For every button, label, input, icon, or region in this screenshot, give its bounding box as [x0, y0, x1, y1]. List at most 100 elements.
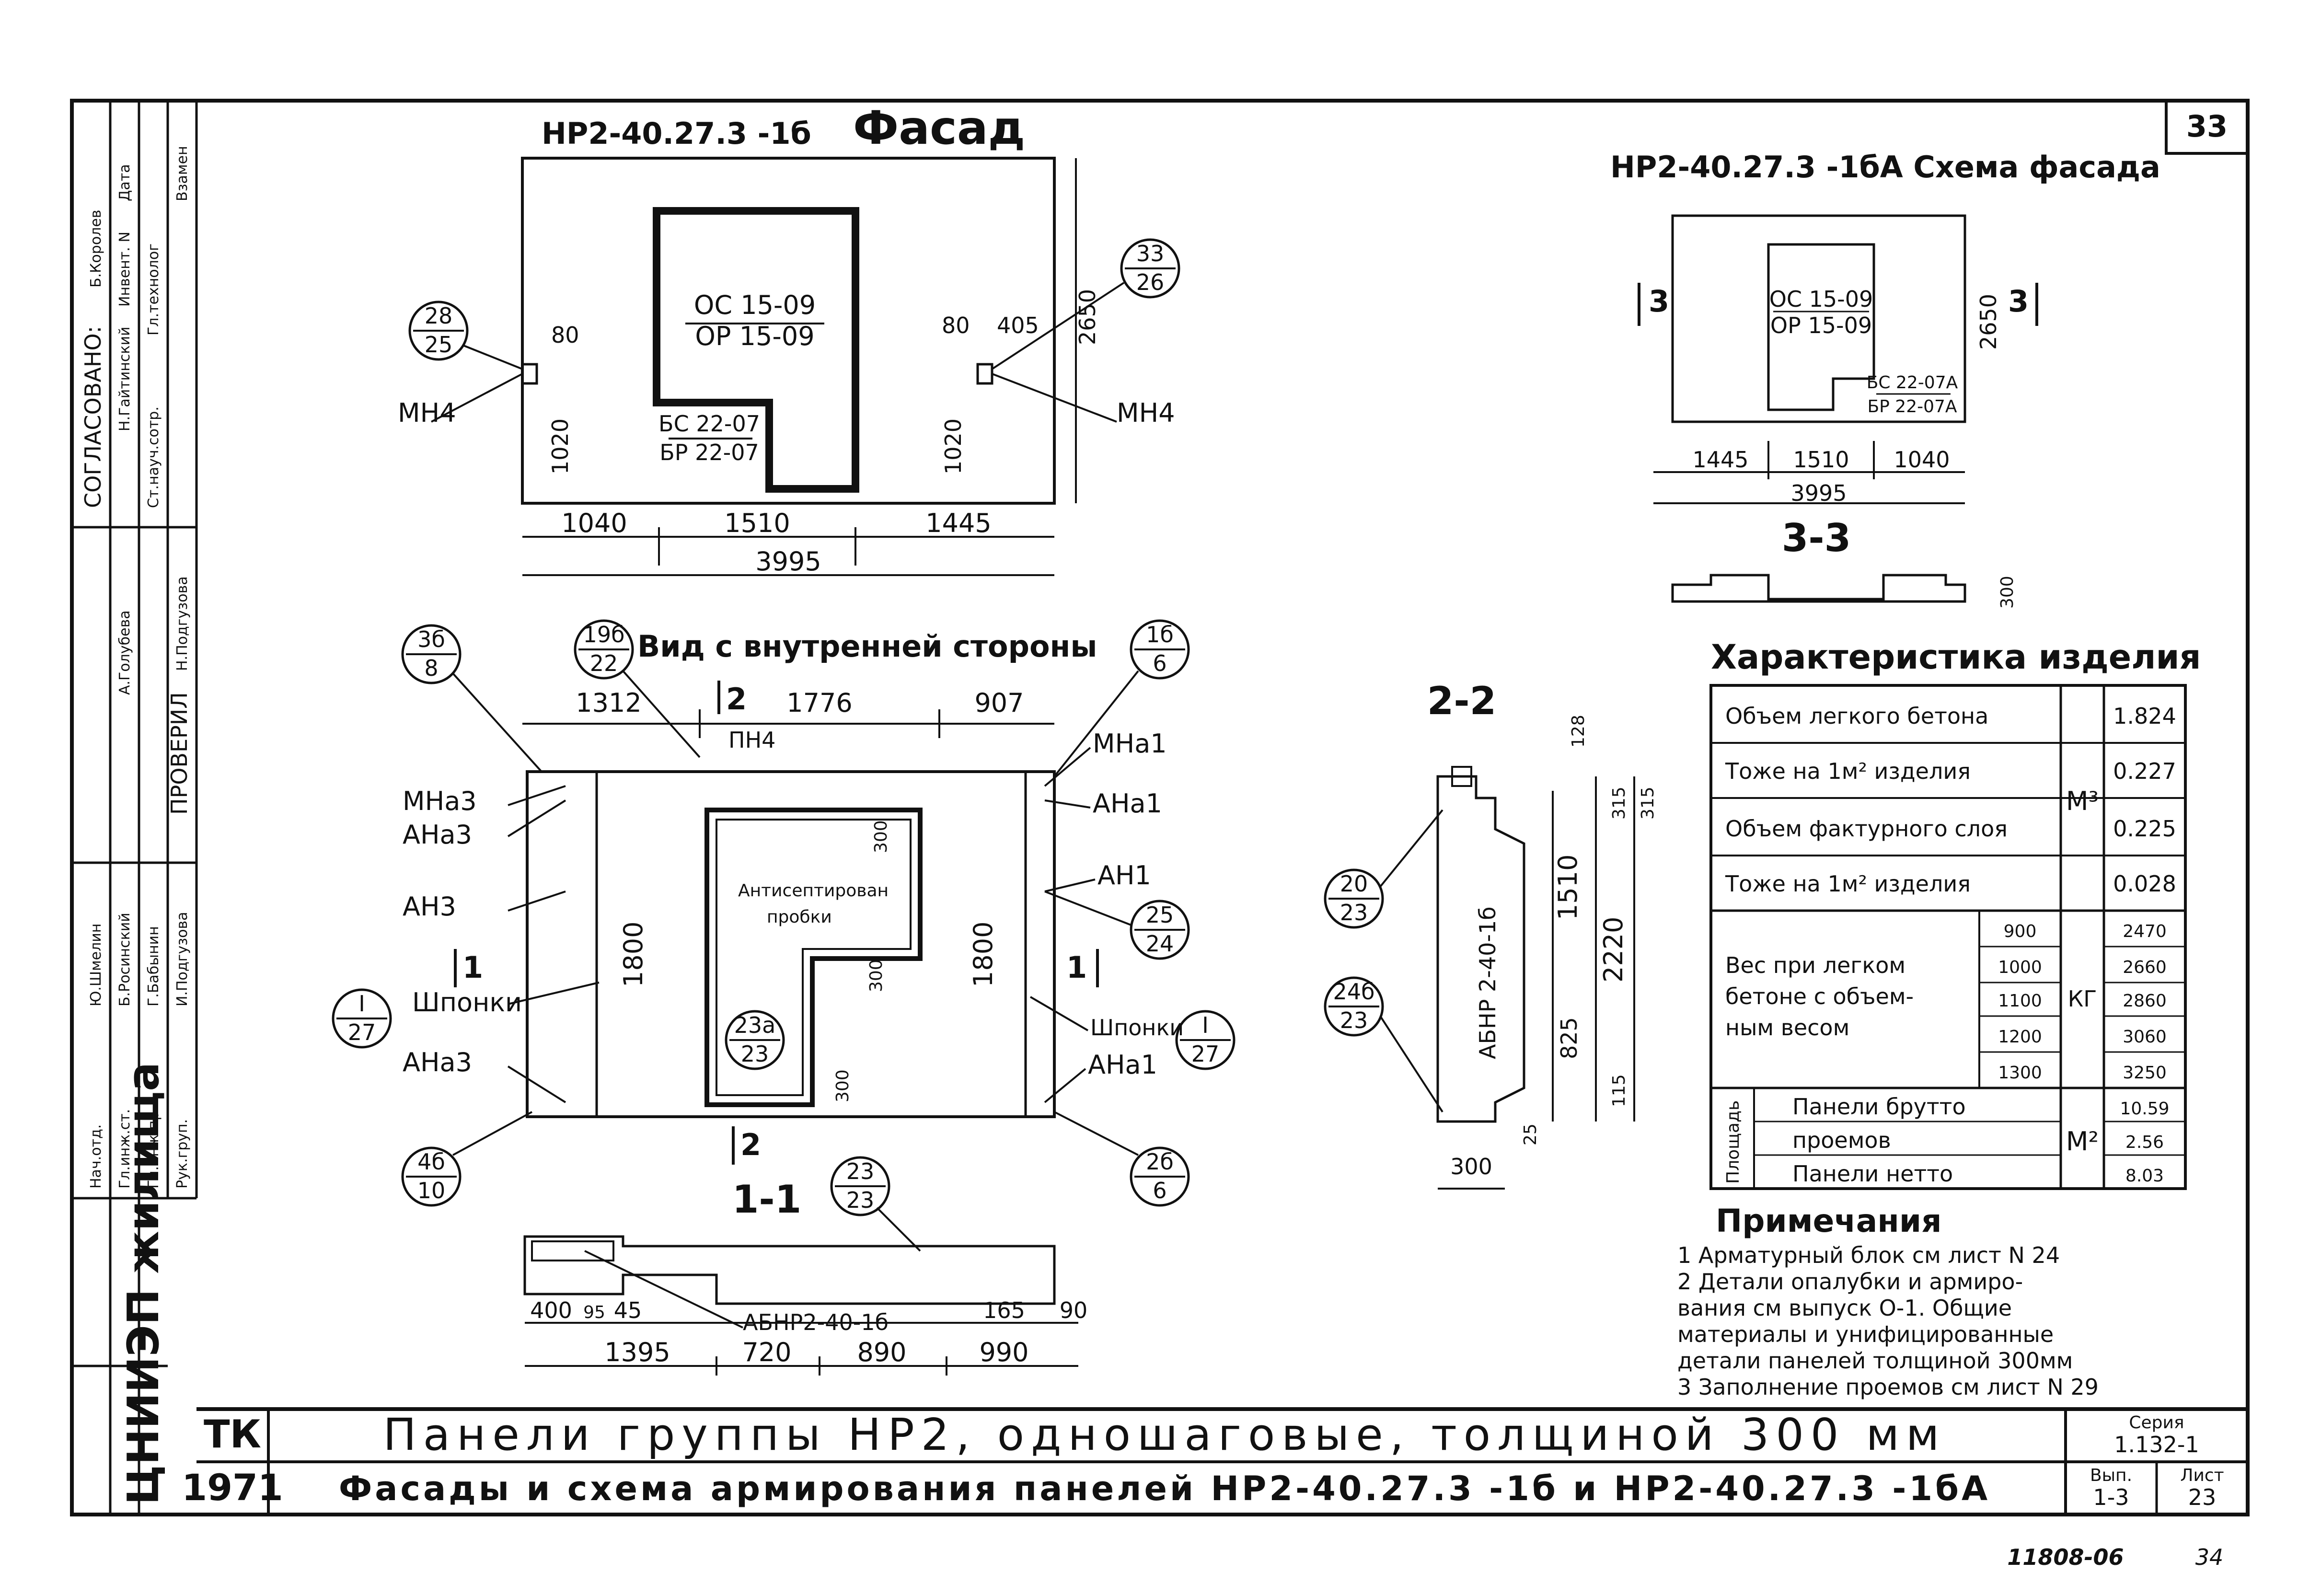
- char-row-2-value: 0.227: [2113, 758, 2176, 784]
- facade-dim-height: 2650: [1074, 289, 1100, 345]
- char-area-1-value: 10.59: [2120, 1099, 2169, 1119]
- char-density-3: 1100: [1998, 991, 2042, 1011]
- stamp-role-4: Рук.груп.: [174, 1119, 191, 1189]
- char-weight-label-2: бетоне с объем-: [1725, 983, 1914, 1009]
- scheme-dim-1: 1445: [1692, 447, 1748, 473]
- section-22-profile: [1436, 775, 1525, 1123]
- callout-1b-6: 1б 6: [1053, 619, 1190, 777]
- section-22-dim-315-a: 315: [1609, 786, 1629, 820]
- callout-i-right-bottom: 27: [1191, 1041, 1220, 1067]
- callout-1b-top: 1б: [1146, 622, 1174, 648]
- stamp-name-2: Н.Гайтинский: [116, 327, 133, 431]
- inner-cut-right: 1: [1066, 950, 1087, 985]
- scheme-dim-total: 3995: [1790, 480, 1847, 506]
- callout-33-26: [1120, 238, 1180, 299]
- callout-2b-top: 2б: [1146, 1149, 1174, 1175]
- facade-dim-405: 405: [997, 312, 1039, 338]
- inner-right-label-1: МНа1: [1093, 729, 1167, 759]
- section-11-title: 1-1: [732, 1177, 802, 1222]
- callout-25-top: 25: [1146, 902, 1174, 928]
- char-weight-5: 3250: [2123, 1063, 2167, 1083]
- notes-line-2: 2 Детали опалубки и армиро-: [1677, 1269, 2023, 1295]
- facade-dim-80-right: 80: [942, 312, 970, 338]
- facade-door-bottom: БР 22-07: [659, 439, 759, 465]
- char-row-1-label: Объем легкого бетона: [1725, 703, 1988, 729]
- facade-mh-right: МН4: [1117, 398, 1175, 428]
- facade-opening-bottom: ОР 15-09: [695, 321, 814, 351]
- section-11-dim-165: 165: [983, 1297, 1025, 1323]
- char-row-3-value: 0.225: [2113, 816, 2176, 842]
- char-row-4-label: Тоже на 1м² изделия: [1725, 871, 1971, 897]
- callout-3b-8: 3б 8: [401, 624, 543, 773]
- inner-cut-bottom: 2: [740, 1127, 761, 1162]
- char-area-group: Площадь: [1723, 1100, 1743, 1184]
- section-22-dim-115: 115: [1609, 1074, 1629, 1107]
- char-row-3-label: Объем фактурного слоя: [1725, 816, 2008, 842]
- facade-heading: Фасад: [853, 101, 1025, 155]
- callout-24b-top: 24б: [1333, 979, 1375, 1005]
- scheme-title: НР2-40.27.3 -1бА Схема фасада: [1610, 150, 2160, 185]
- facade-dim-3: 1445: [925, 508, 991, 538]
- callout-28-25-top: 28: [425, 303, 453, 329]
- char-density-5: 1300: [1998, 1063, 2042, 1083]
- char-weight-label-1: Вес при легком: [1725, 952, 1905, 978]
- char-unit-volume: М³: [2066, 786, 2099, 816]
- section-11-dim-400: 400: [530, 1297, 572, 1323]
- callout-23-bottom: 23: [846, 1187, 875, 1213]
- facade-opening: [653, 207, 859, 493]
- characteristics-table: Характеристика изделия Объем легкого бет…: [1709, 637, 2201, 1190]
- inner-left-label-3: АН3: [403, 891, 456, 922]
- inner-panel: [526, 770, 1056, 1118]
- callout-19b-top: 19б: [583, 622, 625, 648]
- callout-23a-bottom: 23: [741, 1041, 769, 1067]
- char-area-3-value: 8.03: [2125, 1166, 2164, 1186]
- notes-title: Примечания: [1716, 1203, 1942, 1239]
- scheme-dim-300: 300: [1998, 576, 2017, 609]
- callout-23a-top: 23а: [734, 1012, 776, 1038]
- facade-mh-left: МН4: [398, 398, 456, 428]
- section-1-1: 1-1 АБНР2-40-1б 400 95 45 165 90 1395 72…: [523, 1156, 1087, 1376]
- facade-panel: [521, 157, 1056, 505]
- callout-19b-22: 19б 22: [574, 619, 701, 758]
- callout-23-23: [830, 1156, 890, 1216]
- inner-view: Вид с внутренней стороны 1312 1776 907 П…: [332, 619, 1236, 1207]
- stamp-role-1: Нач.отд.: [88, 1124, 104, 1189]
- section-22-dim-825: 825: [1556, 1017, 1582, 1059]
- section-22-dim-25: 25: [1521, 1123, 1540, 1145]
- callout-4b-top: 4б: [417, 1149, 445, 1175]
- char-density-1: 900: [2004, 922, 2037, 941]
- inner-left-label-5: АНа3: [403, 1047, 472, 1077]
- scheme-opening-top: ОС 15-09: [1769, 286, 1873, 312]
- char-weight-4: 3060: [2123, 1027, 2167, 1047]
- title-block: ТК 1971 Панели группы НР2, одношаговые, …: [118, 1062, 2248, 1515]
- inner-dim-1800-left: 1800: [618, 922, 648, 987]
- section-11-dim-95: 95: [583, 1303, 605, 1322]
- facade-door-top: БС 22-07: [658, 411, 760, 437]
- scheme-view: НР2-40.27.3 -1бА Схема фасада ОС 15-09 О…: [1610, 150, 2160, 609]
- callout-i-27-left: I 27: [332, 988, 392, 1049]
- stamp-approved: СОГЛАСОВАНО:: [80, 326, 106, 508]
- char-row-2-label: Тоже на 1м² изделия: [1725, 758, 1971, 784]
- section-22-dim-2220: 2220: [1598, 917, 1628, 983]
- section-11-dim-720: 720: [742, 1337, 791, 1367]
- callout-25-bottom: 24: [1146, 931, 1174, 957]
- inner-right-label-4: Шпонки: [1090, 1015, 1184, 1041]
- sheet-value: 23: [2188, 1484, 2217, 1510]
- notes-line-3: вания см выпуск О-1. Общие: [1677, 1295, 2012, 1321]
- notes-line-5: детали панелей толщиной 300мм: [1677, 1348, 2073, 1374]
- callout-i-27-right: I 27: [1175, 1010, 1236, 1070]
- char-density-4: 1200: [1998, 1027, 2042, 1047]
- scheme-opening-bottom: ОР 15-09: [1770, 312, 1872, 338]
- inner-pn: ПН4: [728, 727, 775, 753]
- section-22-block: АБНР 2-40-1б: [1475, 906, 1501, 1059]
- title-line-1: Панели группы НР2, одношаговые, толщиной…: [383, 1409, 1946, 1460]
- inner-dim-1: 1312: [576, 688, 641, 718]
- section-11-dim-990: 990: [979, 1337, 1028, 1367]
- inner-right-label-2: АНа1: [1093, 788, 1162, 819]
- inner-dim-2: 1776: [786, 688, 852, 718]
- char-area-2-value: 2.56: [2125, 1133, 2164, 1152]
- callout-2b-bottom: 6: [1153, 1178, 1166, 1203]
- char-unit-area: М²: [2066, 1126, 2099, 1157]
- char-area-1-label: Панели брутто: [1792, 1094, 1966, 1120]
